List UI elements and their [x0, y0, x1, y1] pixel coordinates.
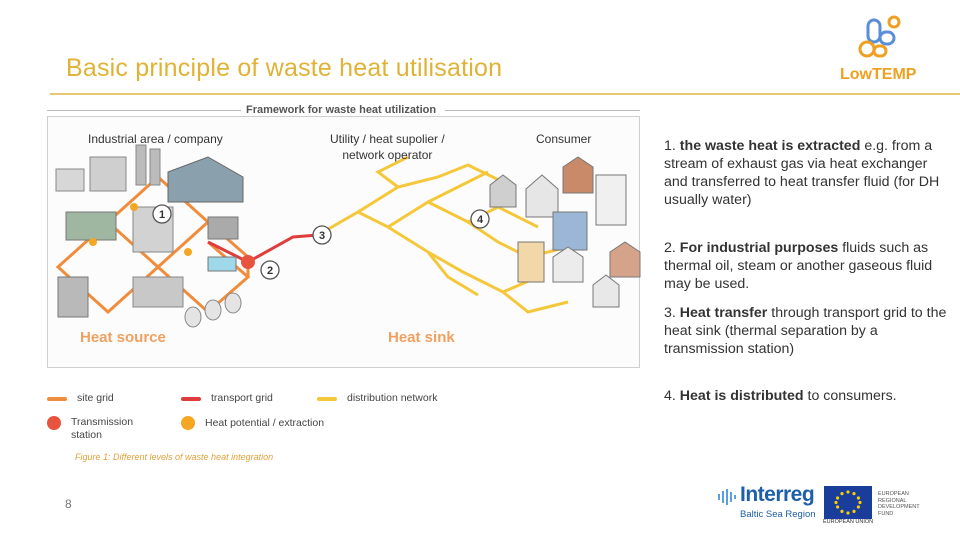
zone-label-utility-line2: network operator	[342, 148, 433, 162]
heat-source-label: Heat source	[80, 329, 166, 346]
eu-stars-icon	[834, 490, 862, 515]
figure-caption: Figure 1: Different levels of waste heat…	[75, 452, 274, 462]
zone-label-utility: Utility / heat supolier / network operat…	[330, 131, 445, 163]
transport-grid-lines	[207, 233, 319, 264]
distribution-network-lines	[317, 155, 569, 314]
point-1-bold: the waste heat is extracted	[679, 138, 861, 154]
transmission-station-swatch	[47, 416, 61, 430]
point-4: 4. Heat is distributed to consumers.	[664, 387, 897, 405]
legend-distribution-network-label: distribution network	[347, 392, 438, 404]
zone-label-utility-line1: Utility / heat supolier /	[330, 132, 445, 146]
point-3-bold: Heat transfer	[679, 305, 768, 321]
point-2-num: 2.	[664, 240, 676, 256]
legend-transmission-line2: station	[71, 429, 102, 441]
point-2: 2. For industrial purposes fluids such a…	[664, 239, 954, 293]
legend-site-grid-label: site grid	[77, 392, 114, 404]
page-number: 8	[65, 497, 72, 511]
legend-transmission-line1: Transmission	[71, 416, 134, 428]
site-grid-swatch	[47, 396, 67, 401]
transmission-station-dot	[241, 255, 255, 269]
numbered-markers	[152, 204, 490, 280]
framework-title: Framework for waste heat utilization	[246, 104, 437, 116]
title-divider	[50, 93, 960, 95]
point-3: 3. Heat transfer through transport grid …	[664, 304, 954, 358]
heat-sink-label: Heat sink	[388, 329, 455, 346]
point-1-text: e.g. from a stream of exhaust gas via he…	[664, 138, 940, 208]
framework-line-right	[445, 110, 640, 111]
heat-potential-dots	[89, 203, 192, 256]
marker-4: 4	[477, 214, 484, 226]
point-3-num: 3.	[664, 305, 676, 321]
interreg-logo-mark	[718, 489, 736, 505]
lowtemp-logo-text: LowTEMP	[840, 66, 917, 83]
legend-site-grid: site grid	[47, 392, 114, 405]
diagram-illustration: 1 2 3 4	[55, 144, 641, 328]
marker-3: 3	[319, 230, 325, 242]
point-4-text: to consumers.	[803, 388, 897, 404]
point-2-bold: For industrial purposes	[679, 240, 839, 256]
legend-transmission-station: Transmission station	[47, 416, 133, 442]
diagram-legend: site grid transport grid distribution ne…	[47, 390, 447, 450]
point-2-text: fluids such as thermal oil, steam or ano…	[664, 240, 933, 292]
waste-heat-diagram: 1 2 3 4 Industrial area / company Utilit…	[47, 116, 641, 368]
lowtemp-logo-mark	[858, 15, 901, 58]
heat-potential-swatch	[181, 416, 195, 430]
point-1: 1. the waste heat is extracted e.g. from…	[664, 137, 954, 209]
legend-transport-grid: transport grid	[181, 392, 273, 405]
interreg-region: Baltic Sea Region	[740, 509, 816, 520]
legend-heat-potential-label: Heat potential / extraction	[205, 416, 325, 429]
transport-grid-swatch	[181, 396, 201, 401]
consumer-buildings	[489, 156, 641, 308]
point-4-num: 4.	[664, 388, 676, 404]
marker-2: 2	[267, 265, 273, 277]
zone-label-industrial: Industrial area / company	[88, 132, 223, 146]
eu-label: EUROPEAN UNION	[823, 519, 874, 525]
point-1-num: 1.	[664, 138, 676, 154]
interreg-name: Interreg	[740, 483, 815, 506]
marker-1: 1	[159, 209, 165, 221]
slide-title: Basic principle of waste heat utilisatio…	[66, 54, 503, 82]
legend-heat-potential: Heat potential / extraction	[181, 416, 324, 430]
legend-distribution-network: distribution network	[317, 392, 437, 405]
framework-line-left	[47, 110, 241, 111]
point-4-bold: Heat is distributed	[679, 388, 804, 404]
distribution-network-swatch	[317, 396, 337, 401]
industrial-buildings	[55, 144, 244, 328]
legend-transport-grid-label: transport grid	[211, 392, 273, 404]
eu-flag	[824, 486, 872, 519]
eu-fund-label: EUROPEAN REGIONAL DEVELOPMENT FUND	[878, 491, 920, 517]
interreg-logo: Interreg Baltic Sea Region EUROPEAN UNIO…	[716, 483, 926, 528]
point-3-text: through transport grid to the heat sink …	[664, 305, 947, 357]
zone-label-consumer: Consumer	[536, 132, 592, 146]
lowtemp-logo: LowTEMP	[840, 14, 930, 86]
